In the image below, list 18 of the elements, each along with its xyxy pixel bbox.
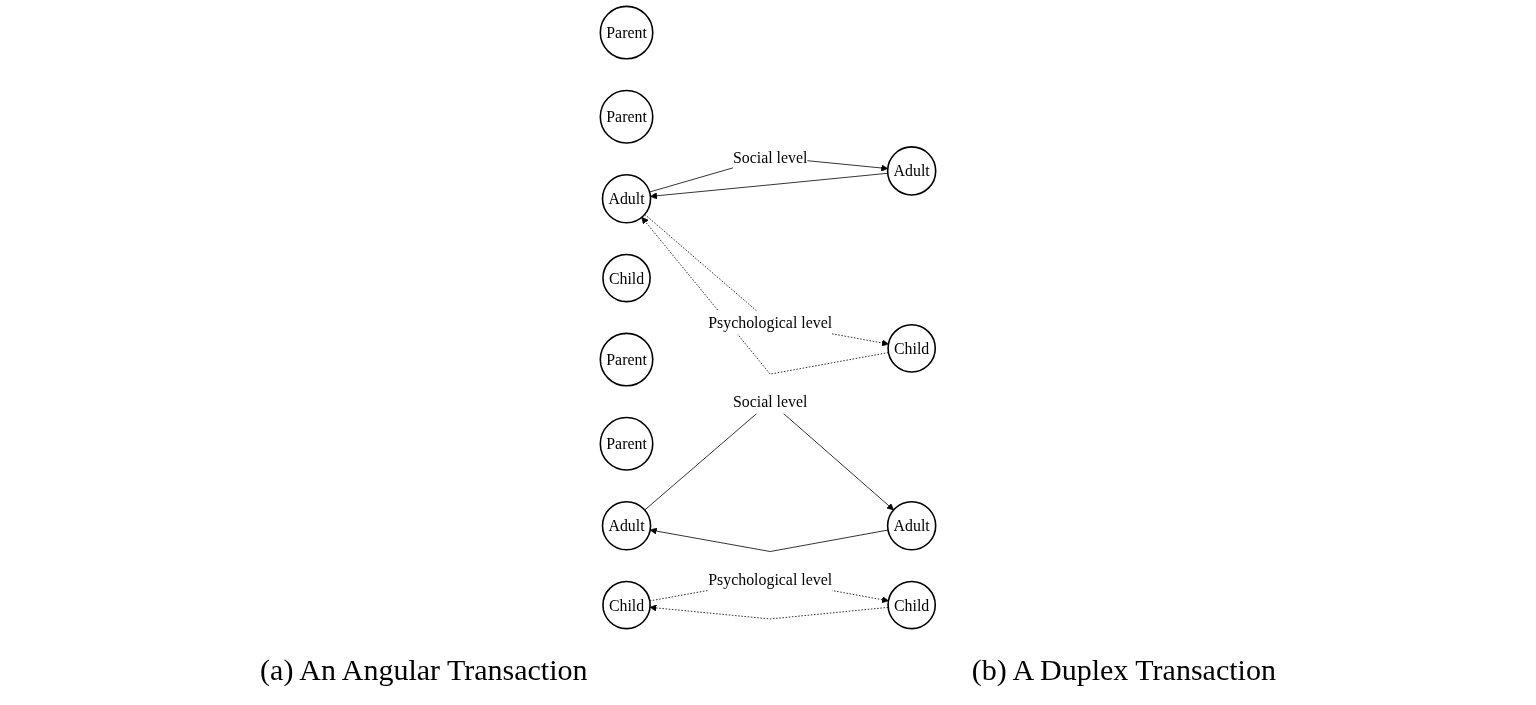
edge-label: Social level — [732, 393, 808, 411]
node-circle: Adult — [886, 146, 937, 196]
node-circle: Parent — [599, 5, 654, 60]
node-circle: Adult — [886, 500, 937, 551]
node-circle: Child — [887, 323, 937, 373]
node-circle: Child — [602, 580, 651, 630]
node-circle: Parent — [599, 332, 654, 387]
node-circle: Parent — [599, 89, 654, 144]
node-circle: Adult — [601, 173, 652, 224]
edge-label: Psychological level — [708, 570, 833, 589]
node-circle: Child — [602, 253, 651, 303]
edge-label: Psychological level — [708, 313, 833, 332]
node-circle: Child — [887, 580, 937, 630]
node-circle: Parent — [599, 416, 654, 471]
edge-label: Social level — [732, 148, 808, 166]
node-circle: Adult — [601, 500, 652, 551]
panel-caption: (b) A Duplex Transaction — [971, 653, 1276, 687]
panel-caption: (a) An Angular Transaction — [260, 653, 588, 687]
